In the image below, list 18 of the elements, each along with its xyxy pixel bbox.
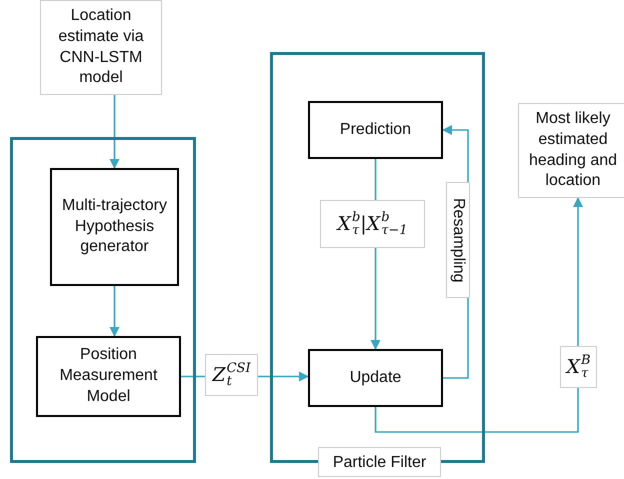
process-box: [308, 349, 443, 407]
arrow: [374, 197, 583, 433]
process-box: [50, 168, 179, 286]
group-container: [10, 137, 196, 463]
process-box: [308, 101, 443, 159]
arrow: [110, 286, 120, 337]
arrow: [110, 95, 120, 169]
container-title: Particle Filter: [318, 447, 441, 477]
text-box: [40, 0, 162, 95]
node-label: Most likely estimated heading and location: [528, 108, 618, 192]
node-label: Update: [348, 368, 402, 388]
process-box: [36, 336, 181, 417]
node-label: Position Measurement Model: [58, 345, 158, 407]
edge-label: Resampling: [446, 182, 470, 298]
node-label: Multi-trajectory Hypothesis generator: [61, 196, 168, 258]
text-box: [518, 103, 624, 198]
node-label: Prediction: [338, 120, 412, 140]
node-label: Location estimate via CNN-LSTM model: [57, 6, 145, 88]
